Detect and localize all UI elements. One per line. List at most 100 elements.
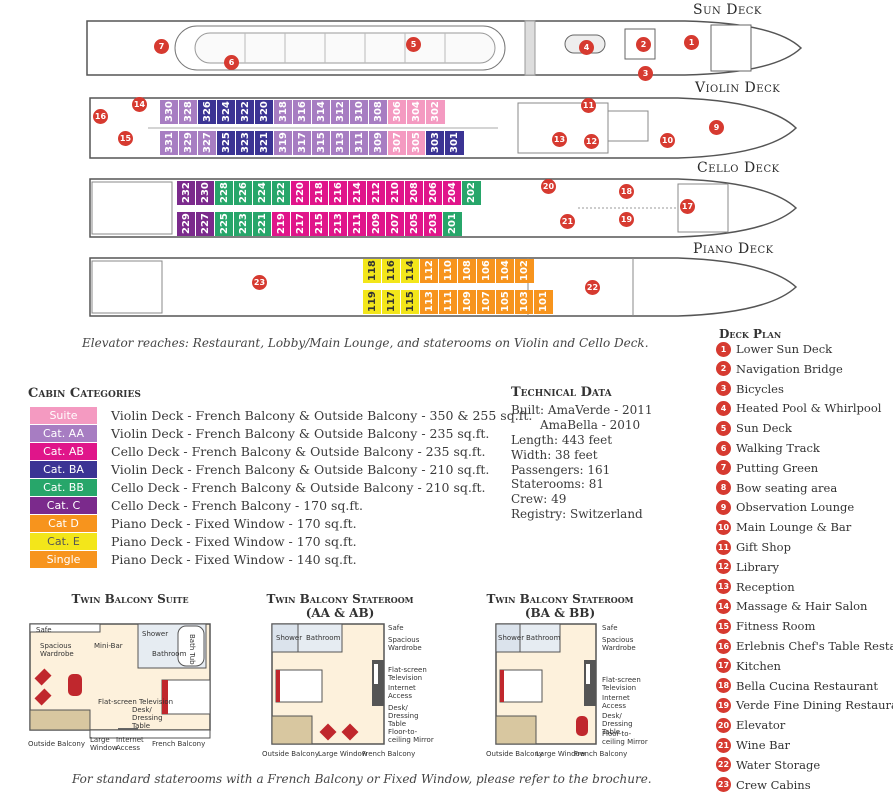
tech-built-2: AmaBella - 2010 (540, 418, 641, 432)
suite-floorplan: Safe Spacious Wardrobe Mini-Bar Shower B… (28, 610, 214, 752)
aaab-mirror-label: Floor-to-ceiling Mirror (388, 728, 434, 744)
cabin-314: 314 (311, 100, 331, 124)
deck-plan-item-label: Main Lounge & Bar (736, 520, 852, 535)
tech-length: Length: 443 feet (511, 433, 613, 447)
deck-plan-item-label: Putting Green (736, 460, 819, 475)
cabin-119: 119 (362, 290, 382, 314)
cabin-227: 227 (195, 212, 215, 236)
cabin-302: 302 (425, 100, 445, 124)
cabin-301: 301 (444, 131, 464, 155)
sun-deck-outline (86, 20, 803, 76)
cabin-228: 228 (214, 181, 234, 205)
cabin-category-description: Violin Deck - French Balcony & Outside B… (111, 408, 533, 423)
cabin-107: 107 (476, 290, 496, 314)
suite-bathroom-label: Bathroom (152, 650, 187, 658)
suite-floorplan-drawing (29, 623, 211, 739)
cabin-320: 320 (254, 100, 274, 124)
cabin-318: 318 (273, 100, 293, 124)
deck-plan-number-marker: 15 (716, 618, 731, 634)
deck-plan-item: 5 Sun Deck (716, 420, 792, 436)
cabin-305: 305 (406, 131, 426, 155)
deck-plan-item: 15 Fitness Room (716, 618, 815, 634)
suite-shower-label: Shower (142, 630, 169, 638)
aaab-plan-title-line2: (AA & AB) (305, 606, 375, 620)
cabin-232: 232 (176, 181, 196, 205)
babb-floorplan-drawing (495, 623, 597, 745)
marker-9: 9 (709, 120, 724, 135)
piano-deck-outline (89, 257, 798, 317)
tech-built: Built: AmaVerde - 2011 (511, 403, 653, 417)
cabin-224: 224 (252, 181, 272, 205)
marker-19: 19 (619, 212, 634, 227)
suite-desk-label: Desk/ Dressing Table (132, 706, 163, 730)
aaab-plan-title-line1: Twin Balcony Stateroom (266, 592, 414, 606)
cabin-229: 229 (176, 212, 196, 236)
cabin-categories-title: Cabin Categories (28, 386, 141, 401)
deck-plan-item-label: Fitness Room (736, 619, 816, 634)
marker-21: 21 (560, 214, 575, 229)
deck-plan-number-marker: 1 (716, 341, 731, 357)
suite-safe-label: Safe (36, 626, 52, 634)
cabin-category-swatch: Cat. BA (30, 461, 97, 478)
marker-17: 17 (680, 199, 695, 214)
cabin-218: 218 (309, 181, 329, 205)
cabin-category-description: Violin Deck - French Balcony & Outside B… (111, 426, 490, 441)
deck-plan-number-marker: 9 (716, 499, 731, 515)
deck-plan-number-marker: 12 (716, 559, 731, 575)
aaab-bathroom-label: Bathroom (306, 634, 341, 642)
aaab-plan-title: Twin Balcony Stateroom (AA & AB) (255, 592, 425, 620)
cabin-116: 116 (381, 259, 401, 283)
cabin-210: 210 (385, 181, 405, 205)
cabin-115: 115 (400, 290, 420, 314)
tech-width: Width: 38 feet (511, 448, 598, 462)
cabin-313: 313 (330, 131, 350, 155)
babb-internet-label: Internet Access (602, 694, 630, 710)
suite-outside-balcony-label: Outside Balcony (28, 740, 86, 748)
aaab-french-balcony-label: French Balcony (362, 750, 416, 758)
violin-deck-title: Violin Deck (695, 80, 781, 96)
cabin-323: 323 (235, 131, 255, 155)
cabin-216: 216 (328, 181, 348, 205)
deck-plan-item-label: Lower Sun Deck (736, 342, 833, 356)
deck-plan-item-label: Water Storage (736, 757, 821, 772)
deck-plan-item-label: Sun Deck (736, 421, 792, 436)
deck-plan-number-marker: 5 (716, 420, 731, 436)
aaab-floorplan: Shower Bathroom Safe Spacious Wardrobe F… (262, 620, 442, 760)
cabin-category-swatch: Cat. C (30, 497, 97, 514)
deck-plan-item-label: Massage & Hair Salon (736, 599, 868, 614)
cabin-113: 113 (419, 290, 439, 314)
suite-french-balcony-label: French Balcony (152, 740, 206, 748)
cabin-322: 322 (235, 100, 255, 124)
technical-data-title: Technical Data (511, 385, 612, 400)
cabin-102: 102 (514, 259, 534, 283)
suite-minibar-label: Mini-Bar (94, 642, 123, 650)
babb-bathroom-label: Bathroom (526, 634, 561, 642)
cello-deck-title: Cello Deck (697, 160, 780, 176)
marker-22: 22 (585, 280, 600, 295)
cabin-328: 328 (178, 100, 198, 124)
cabin-316: 316 (292, 100, 312, 124)
marker-12: 12 (584, 134, 599, 149)
cabin-110: 110 (438, 259, 458, 283)
cabin-104: 104 (495, 259, 515, 283)
suite-bathtub-label: Bath Tub (188, 634, 196, 665)
cabin-114: 114 (400, 259, 420, 283)
babb-mirror-label: Floor-to-ceiling Mirror (602, 730, 648, 746)
cabin-312: 312 (330, 100, 350, 124)
marker-7: 7 (154, 39, 169, 54)
marker-3: 3 (638, 66, 653, 81)
cabin-217: 217 (290, 212, 310, 236)
